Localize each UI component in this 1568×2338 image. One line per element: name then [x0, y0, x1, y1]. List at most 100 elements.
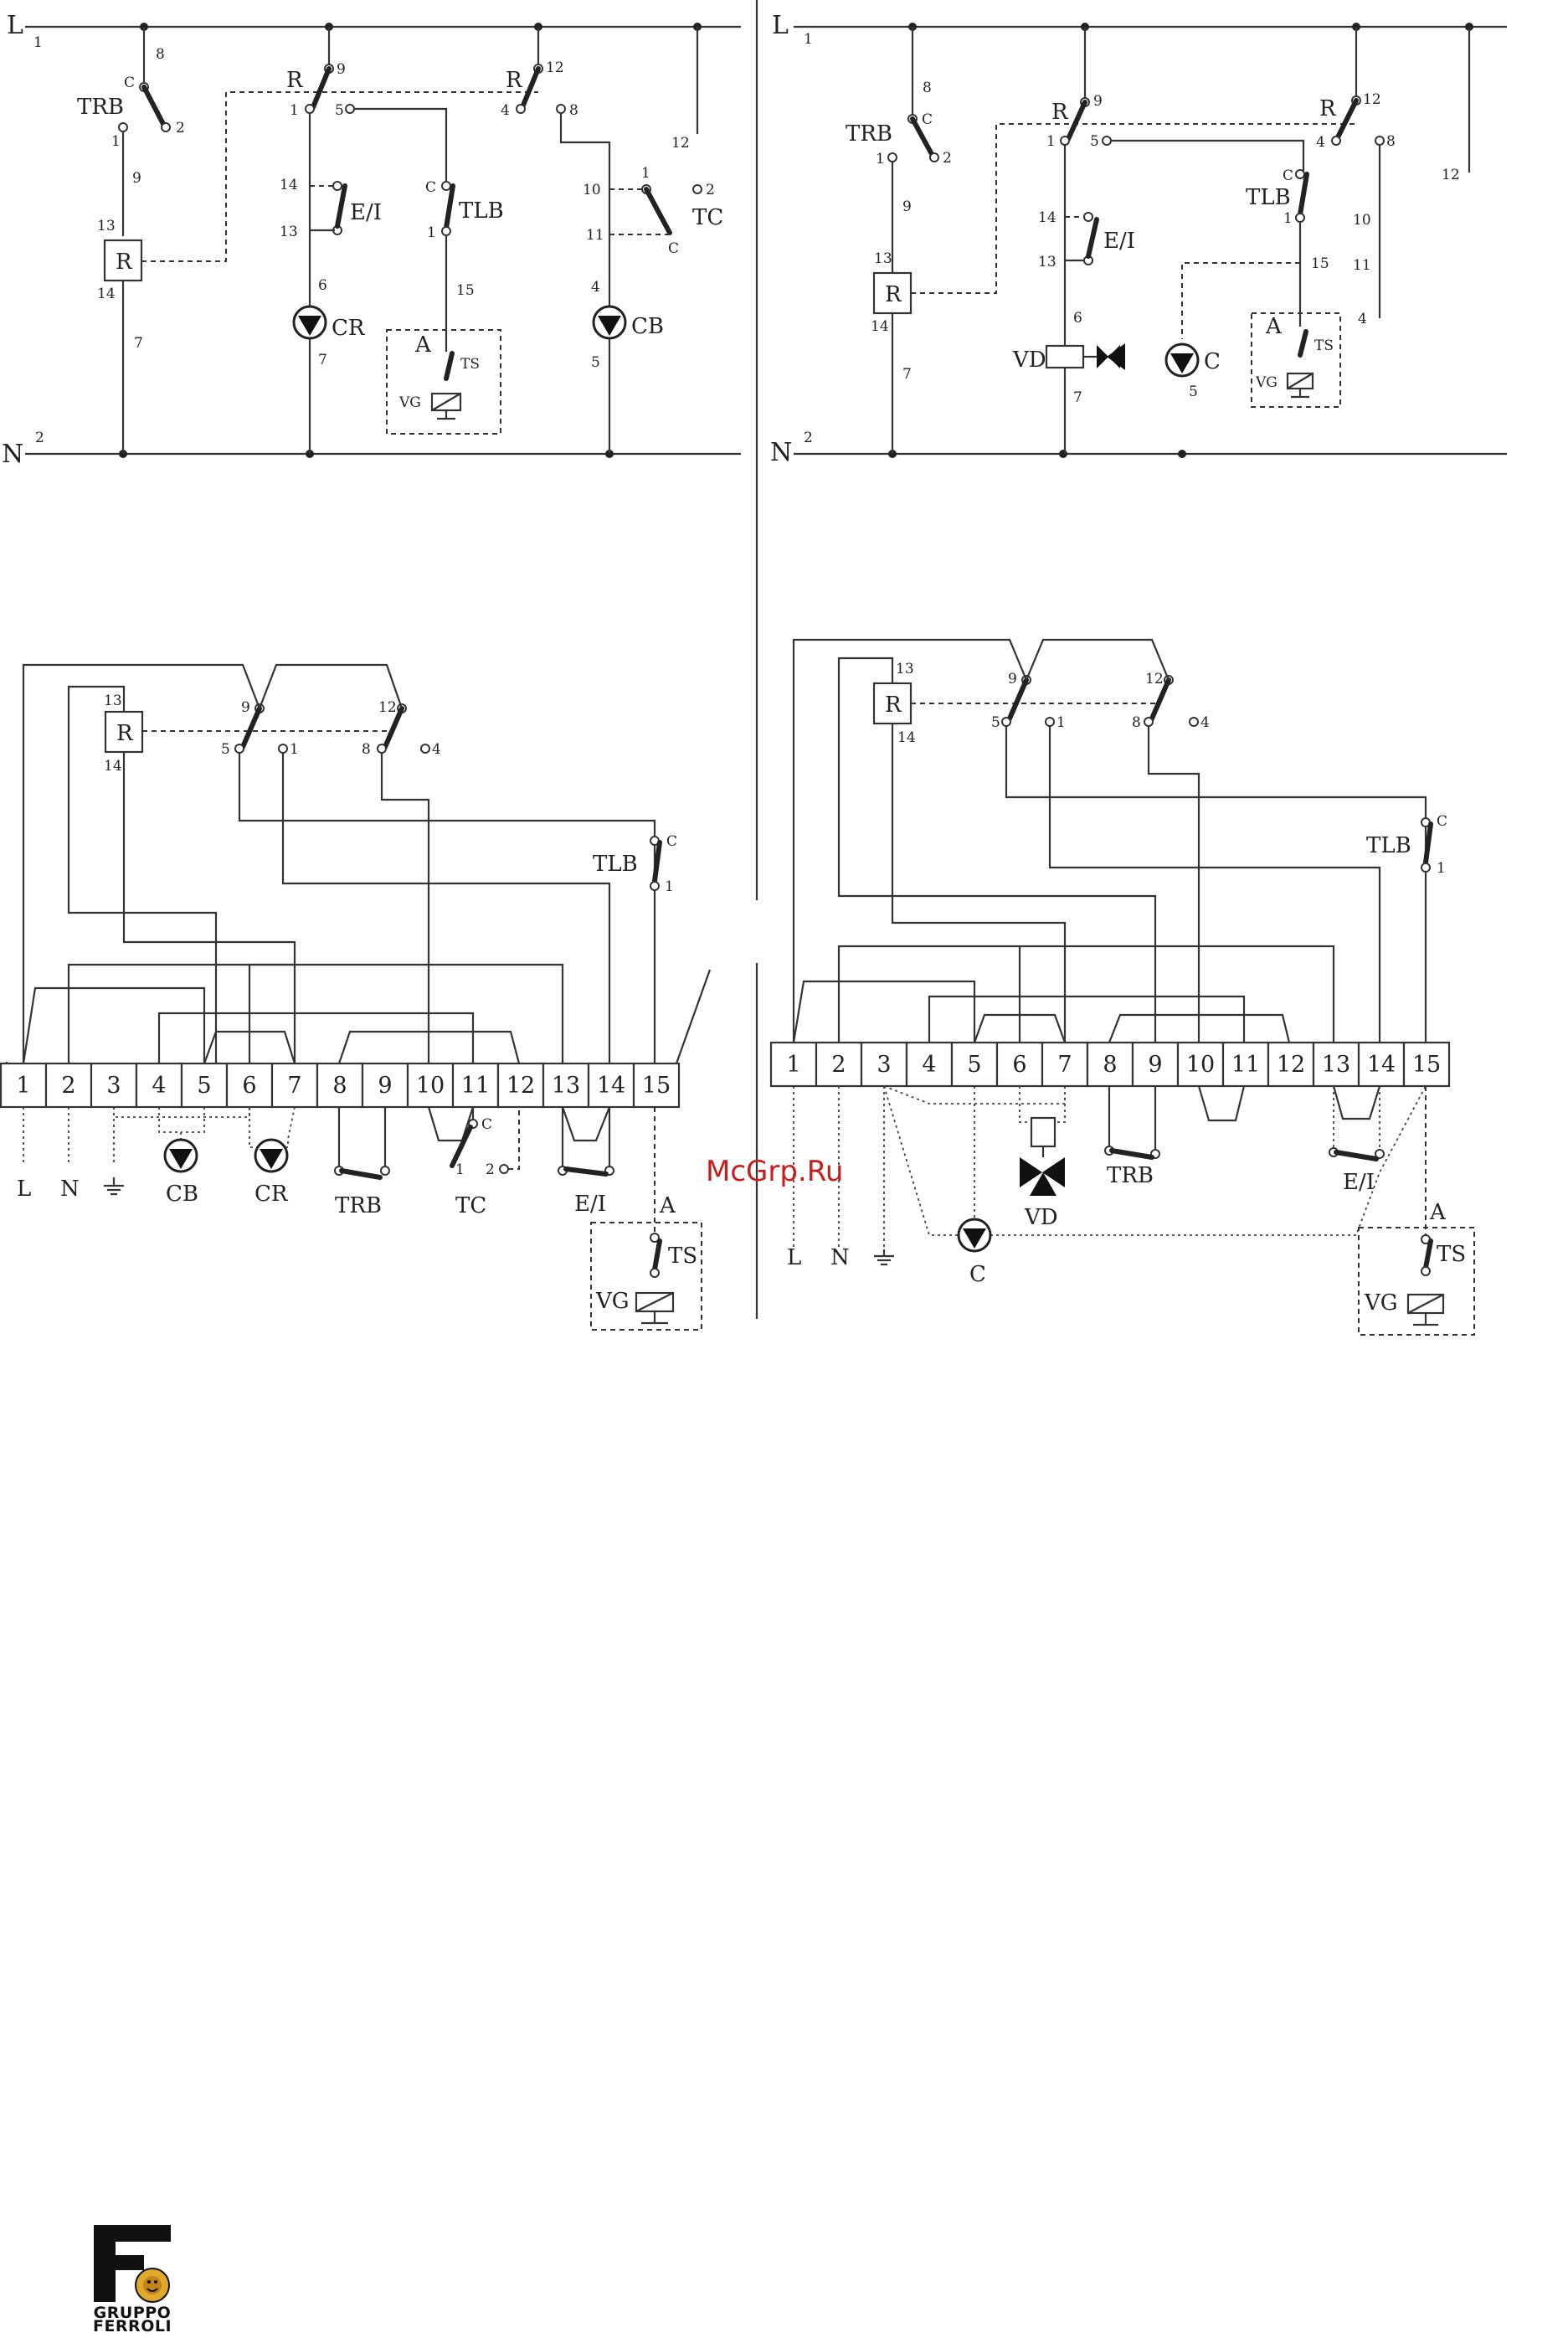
contact-label: 12 [546, 59, 564, 76]
contact-label: 4 [1316, 134, 1325, 151]
tlb-label: TLB [1366, 833, 1411, 858]
contact-label: 5 [591, 354, 600, 371]
terminal-number: 2 [831, 1052, 846, 1078]
contact-label: 15 [1311, 255, 1329, 272]
watermark: McGrp.Ru [706, 1155, 843, 1188]
contact-label: 9 [902, 198, 912, 215]
contact-label: 4 [1358, 311, 1367, 327]
contact-label: 15 [456, 282, 475, 299]
wiring-left: 13 R 14 9 5 1 12 8 4 TLB C 1 [0, 663, 712, 1331]
contact-label: 12 [671, 135, 690, 152]
earth-icon [874, 1249, 894, 1266]
cr-pump-icon [292, 305, 327, 340]
schematic-right: L 1 N 2 8 C 2 TRB 1 9 13 R 14 7 9 R [770, 11, 1507, 467]
contact-label: 14 [104, 758, 122, 775]
contact-label: C [668, 240, 679, 257]
terminal-number: 4 [152, 1073, 166, 1099]
terminal-number: 2 [61, 1073, 75, 1099]
vd-valve-icon [1020, 1157, 1065, 1187]
logo-text-ferroli: FERROLI [92, 2317, 172, 2335]
contact-label: 5 [1090, 133, 1099, 150]
terminal-number: 4 [922, 1052, 936, 1078]
contact-label: 14 [1038, 209, 1056, 226]
a-label: A [414, 332, 432, 358]
contact-label: 1 [290, 741, 299, 758]
contact-label: 10 [1353, 212, 1371, 229]
c-label: C [1204, 349, 1221, 374]
contact-label: C [922, 111, 933, 128]
gas-valve-box [590, 1222, 702, 1331]
terminal-cell [1267, 1041, 1315, 1088]
contact-label: 4 [501, 102, 510, 119]
contact-label: 8 [156, 46, 165, 63]
terminal-number: 1 [786, 1052, 800, 1078]
relay-contact-label: R [506, 68, 523, 93]
a-label: A [659, 1193, 676, 1218]
ts-label: TS [1314, 337, 1334, 354]
contact-label: 13 [104, 693, 122, 709]
contact-label: 4 [432, 741, 441, 758]
contact-label: 7 [1073, 389, 1082, 406]
terminal-number: 12 [1277, 1052, 1305, 1078]
trb-label: TRB [1107, 1163, 1154, 1188]
c-pump-icon [957, 1218, 992, 1253]
relay-contact-label: R [286, 68, 304, 93]
terminal-number: 8 [332, 1073, 347, 1099]
contact-label: 11 [586, 227, 604, 244]
l-terminal-label: L [787, 1245, 801, 1270]
contact-label: 14 [897, 729, 916, 746]
terminal-cell [1041, 1041, 1089, 1088]
contact-label: 13 [896, 661, 914, 677]
tc-label: TC [455, 1193, 486, 1218]
ei-label: E/I [350, 200, 382, 225]
contact-label: 9 [1008, 671, 1017, 687]
trb-label: TRB [77, 95, 124, 120]
terminal-number: 12 [506, 1073, 535, 1099]
relay-label: R [885, 282, 902, 307]
contact-label: 7 [318, 352, 327, 368]
terminal-cell [44, 1062, 93, 1109]
contact-label: 1 [1437, 860, 1446, 877]
terminal-cell [406, 1062, 455, 1109]
contact-label: 7 [902, 366, 912, 383]
cr-label: CR [332, 316, 366, 341]
contact-label: 8 [923, 80, 932, 96]
terminal-number: 1 [16, 1073, 30, 1099]
terminal-number: 15 [1412, 1052, 1441, 1078]
trb-label: TRB [335, 1193, 382, 1218]
contact-label: 1 [290, 102, 299, 119]
contact-label: 10 [583, 182, 601, 198]
vg-label: VG [398, 394, 421, 411]
relay-coil [872, 271, 913, 315]
cb-label: CB [166, 1182, 198, 1207]
neutral-number: 2 [804, 430, 813, 446]
terminal-number: 14 [1367, 1052, 1396, 1078]
line-label: L [7, 11, 23, 40]
wiring-right: 13 R 14 9 5 1 12 8 4 TLB C 1 [769, 638, 1475, 1336]
relay-label: R [116, 250, 133, 275]
gas-valve-box [386, 329, 501, 435]
terminal-cell [769, 1041, 818, 1088]
logo-f-icon [94, 2225, 171, 2303]
logo-text-gruppo: GRUPPO [93, 2304, 172, 2322]
contact-label: C [425, 179, 436, 196]
terminal-cell [1131, 1041, 1180, 1088]
relay-label: R [885, 693, 902, 718]
cr-label: CR [254, 1182, 289, 1207]
ts-label: TS [1437, 1242, 1466, 1267]
neutral-label: N [2, 440, 23, 469]
terminal-cell [1312, 1041, 1360, 1088]
contact-label: 11 [1353, 257, 1371, 274]
contact-label: 9 [241, 699, 250, 716]
contact-label: 14 [871, 318, 889, 335]
contact-label: 8 [1132, 714, 1141, 731]
terminal-number: 8 [1103, 1052, 1117, 1078]
contact-label: 12 [1363, 91, 1381, 108]
terminal-number: 3 [877, 1052, 891, 1078]
terminal-number: 11 [461, 1073, 490, 1099]
contact-label: 6 [318, 277, 327, 294]
relay-contact-label: R [1051, 100, 1069, 125]
vd-label: VD [1012, 348, 1046, 373]
contact-label: 5 [221, 741, 230, 758]
